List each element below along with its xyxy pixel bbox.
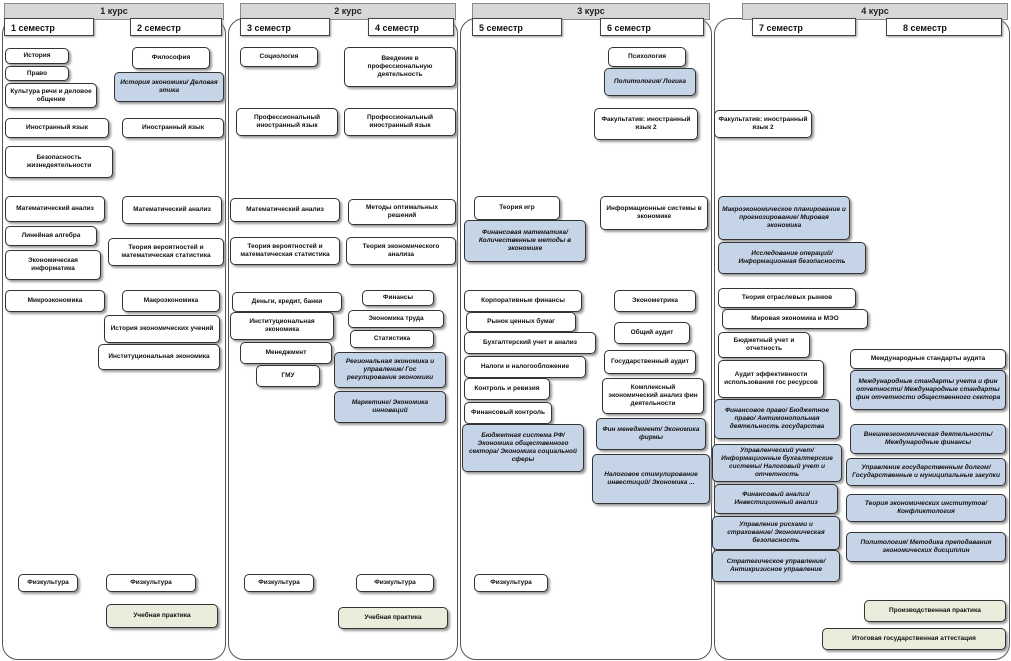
course-box: Внешнеэкономическая деятельность/ Междун… (850, 424, 1006, 454)
course-box: Бюджетная система РФ/ Экономика обществе… (462, 424, 584, 472)
course-box: Экономическая информатика (5, 250, 101, 280)
course-box: Профессиональный иностранный язык (344, 108, 456, 136)
course-box: Физкультура (244, 574, 314, 592)
course-box: Финансы (362, 290, 434, 306)
course-box: Бюджетный учет и отчетность (718, 332, 810, 358)
course-box: Рынок ценных бумаг (466, 312, 576, 332)
course-box: Макроэкономическое планирование и прогно… (718, 196, 850, 240)
course-box: Физкультура (18, 574, 78, 592)
course-box: Фин менеджмент/ Экономика фирмы (596, 418, 706, 450)
course-box: Теория игр (474, 196, 560, 220)
course-box: Комплексный экономический анализ фин дея… (602, 378, 704, 414)
course-box: Факультатив: иностранный язык 2 (714, 110, 812, 138)
course-box: Учебная практика (338, 607, 448, 629)
course-box: Учебная практика (106, 604, 218, 628)
course-box: Бухгалтерский учет и анализ (464, 332, 596, 354)
course-box: Государственный аудит (604, 350, 696, 374)
course-box: Безопасность жизнедеятельности (5, 146, 113, 178)
course-box: Итоговая государственная аттестация (822, 628, 1006, 650)
course-box: Менеджмент (240, 342, 332, 364)
course-box: Региональная экономика и управление/ Гос… (334, 352, 446, 388)
course-box: Институциональная экономика (98, 344, 220, 370)
course-box: Эконометрика (614, 290, 696, 312)
course-box: Информационные системы в экономике (600, 196, 708, 230)
semester-3-tab: 3 семестр (240, 18, 330, 36)
course-box: Финансовое право/ Бюджетное право/ Антим… (714, 399, 840, 439)
course-box: Профессиональный иностранный язык (236, 108, 338, 136)
course-box: Математический анализ (122, 196, 222, 224)
year-2-label: 2 курс (240, 3, 456, 20)
course-box: Деньги, кредит, банки (232, 292, 342, 312)
course-box: Аудит эффективности использования гос ре… (718, 360, 824, 398)
course-box: Управление рисками и страхование/ Эконом… (712, 516, 840, 550)
course-box: Линейная алгебра (5, 226, 97, 246)
course-box: Теория вероятностей и математическая ста… (108, 238, 224, 266)
course-box: Теория отраслевых рынков (718, 288, 856, 308)
year-1-label: 1 курс (4, 3, 224, 20)
course-box: Финансовый контроль (464, 402, 552, 424)
course-box: Микроэкономика (5, 290, 105, 312)
course-box: Управленческий учет/ Информационные бухг… (712, 444, 842, 482)
course-box: Философия (132, 47, 210, 69)
semester-1-tab: 1 семестр (4, 18, 94, 36)
course-box: Политология/ Логика (604, 68, 696, 96)
course-box: Математический анализ (5, 196, 105, 222)
course-box: Налоговое стимулирование инвестиций/ Эко… (592, 454, 710, 504)
course-box: Экономика труда (348, 310, 444, 328)
course-box: Мировая экономика и МЭО (722, 309, 868, 329)
course-box: Финансовый анализ/ Инвестиционный анализ (714, 484, 838, 514)
course-box: Управление государственным долгом/ Госуд… (846, 458, 1006, 486)
course-box: Международные стандарты аудита (850, 349, 1006, 369)
course-box: Культура речи и деловое общение (5, 83, 97, 108)
course-box: Налоги и налогообложение (464, 356, 586, 378)
course-box: Психология (608, 47, 686, 67)
course-box: Маркетинг/ Экономика инноваций (334, 391, 446, 423)
course-box: Международные стандарты учета и фин отче… (850, 370, 1006, 410)
course-box: Физкультура (106, 574, 196, 592)
semester-7-tab: 7 семестр (752, 18, 856, 36)
semester-8-tab: 8 семестр (886, 18, 1002, 36)
semester-4-tab: 4 семестр (368, 18, 454, 36)
course-box: Физкультура (356, 574, 434, 592)
course-box: Теория экономических институтов/ Конфлик… (846, 494, 1006, 522)
course-box: Исследование операций/ Информационная бе… (718, 242, 866, 274)
course-box: Иностранный язык (5, 118, 109, 138)
course-box: Математический анализ (230, 198, 340, 222)
year-3-label: 3 курс (472, 3, 710, 20)
course-box: Политология/ Методика преподавания эконо… (846, 532, 1006, 562)
course-box: Теория экономического анализа (346, 237, 456, 265)
course-box: Производственная практика (864, 600, 1006, 622)
course-box: Институциональная экономика (230, 312, 334, 340)
course-box: Стратегическое управление/ Антикризисное… (712, 550, 840, 582)
course-box: Социология (240, 47, 318, 67)
course-box: Макроэкономика (122, 290, 220, 312)
course-box: История экономических учений (104, 315, 220, 343)
course-box: Финансовая математика/ Количественные ме… (464, 220, 586, 262)
course-box: Факультатив: иностранный язык 2 (594, 108, 698, 140)
course-box: Общий аудит (614, 322, 690, 344)
course-box: Введение в профессиональную деятельность (344, 47, 456, 87)
course-box: Контроль и ревизия (464, 378, 550, 400)
course-box: Теория вероятностей и математическая ста… (230, 237, 340, 265)
course-box: Корпоративные финансы (464, 290, 582, 312)
course-box: Право (5, 66, 69, 81)
course-box: Иностранный язык (122, 118, 224, 138)
course-box: ГМУ (256, 365, 320, 387)
year-4-label: 4 курс (742, 3, 1008, 20)
semester-5-tab: 5 семестр (472, 18, 562, 36)
semester-2-tab: 2 семестр (130, 18, 222, 36)
semester-6-tab: 6 семестр (600, 18, 704, 36)
course-box: История (5, 48, 69, 64)
course-box: История экономики/ Деловая этика (114, 72, 224, 102)
course-box: Статистика (350, 330, 434, 348)
course-box: Физкультура (474, 574, 548, 592)
course-box: Методы оптимальных решений (348, 199, 456, 225)
